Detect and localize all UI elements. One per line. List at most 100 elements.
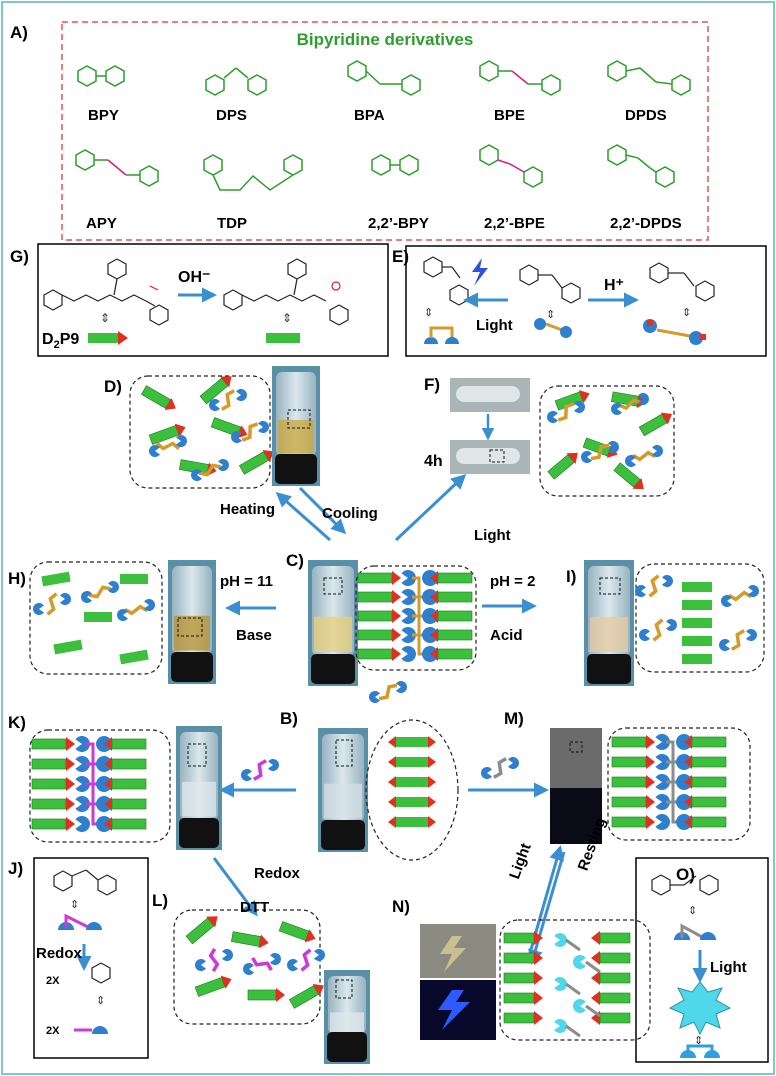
panel-m-photo-bottom [550,788,602,844]
panel-c-stack-rod-left-0 [357,571,401,585]
compound-names: BPY DPS BPA BPE DPDS APY TDP 2,2’-BPY 2,… [86,107,682,232]
j-equiv-top: ⇕ [70,899,79,911]
acid-label: Acid [490,627,523,644]
base-label: Base [236,627,272,644]
panel-a-label: A) [10,23,28,42]
panel-c-stack-rod-right-2 [429,609,473,623]
panel-l-linker-2-pac-r [314,949,325,961]
molecule-row-1 [77,60,691,96]
panel-b-tip-left-1 [388,756,396,768]
panel-i-linker-1-pac-r [666,619,677,632]
panel-l-rod-1-tip [258,934,269,949]
panel-m-stack-rod-left-3-body [611,796,647,808]
panel-k-stack-pac-right-0 [96,736,111,752]
panel-m-stack-rod-right-0 [683,735,727,749]
e-equiv-3: ⇕ [682,307,691,319]
j-equiv-bottom: ⇕ [96,995,105,1007]
panel-k-stack-rod-right-2-tip [103,777,112,791]
panel-m-stack-rod-left-4 [611,815,655,829]
panel-h-linker-0 [46,592,58,616]
panel-m-stack-pac-right-1 [676,754,691,770]
panel-j-box [33,857,149,1059]
panel-labels: D) F) C) H) I) B) K) M) J) L) N) O) [8,375,695,916]
panel-h-rod-1 [120,574,148,584]
panel-f-linker-1-pac-l [611,403,622,415]
panel-b-rod-1 [396,757,428,767]
panel-m-stack-rod-left-3-tip [646,795,655,809]
panel-l-linker-2 [300,948,312,972]
ph-acid-label: pH = 2 [490,573,535,590]
panel-h-linker-1 [123,604,149,616]
panel-d-linker-1-bar [156,441,180,451]
apy-ring-right [139,165,159,187]
panel-m-stack-rod-right-2-tip [683,775,692,789]
vial-i-liquid [590,616,628,652]
panel-k-stack-pac-left-0 [75,736,90,752]
panel-h-linker-2 [88,585,112,599]
panel-k-stack-rod-right-0-body [111,738,147,750]
panel-e-label: E) [392,247,409,266]
panel-k-stack-rod-right-1-tip [103,757,112,771]
compound-dpds22: 2,2’-DPDS [610,215,682,232]
panel-n-rod-left-2-body [503,972,535,984]
vial-k [176,726,222,850]
panel-i-bubble [635,563,765,673]
b-to-m-linker-pac-l [481,767,492,780]
panel-m-stack-rod-left-2-tip [646,775,655,789]
o-piece-right [700,932,716,940]
panel-m-stack-rod-right-1-body [691,756,727,768]
panel-d-linker-3-pac-r [218,459,229,471]
panel-b-rod-2 [396,777,428,787]
panel-b-tip-right-3 [428,796,436,808]
panel-n-rod-right-2 [591,971,631,985]
b-to-k-linker-pac-r [268,759,279,771]
compound-bpy: BPY [88,107,119,124]
arrow-redox [212,857,258,917]
panel-k-stack-rod-left-0-body [31,738,67,750]
panel-k-stack-pac-left-1 [75,756,90,772]
panel-k-stack-rod-left-0-tip [66,737,75,751]
panel-k-stack-rod-left-2 [31,777,75,791]
panel-k-stack-rod-right-4-tip [103,817,112,831]
panel-f-linker-2-pac-r [608,441,619,453]
panel-m-stack-pac-left-2 [655,774,670,790]
vial-i [584,560,634,686]
panel-n-rod-right-0-tip [591,931,600,945]
panel-c-stack-rod-left-2-tip [392,609,401,623]
tdp-ring-left [203,154,223,176]
panel-i-linker-3-pac-r [746,629,757,642]
panel-f-linker-3 [631,450,657,462]
panel-n-cyan-piece-4 [554,1019,567,1034]
panel-k-stack-rod-left-1-body [31,758,67,770]
peptide-equiv-right: ⇕ [282,311,292,325]
panel-n-rod-right-1-tip [591,951,600,965]
panel-m-stack-pac-left-0 [655,734,670,750]
panel-o: ⇕ Light ⇕ [635,857,769,1063]
panel-d-rod-5 [210,417,248,439]
panel-d-rod-4 [238,449,274,475]
panel-d-linker-0-pac-l [209,399,220,412]
panel-c-stack-rod-left-4-tip [392,647,401,661]
panel-n-grey-link-2 [565,982,581,996]
dpds22-ring-left [607,144,627,166]
panel-k-stack-rod-right-0-tip [103,737,112,751]
panel-m-stack-rod-left-2 [611,775,655,789]
panel-d-rod-2-tip [174,423,186,437]
panel-l-label: L) [152,891,168,910]
panel-f-linker-1 [618,397,642,411]
panel-f-zoom-box [489,449,505,463]
vial-l-cap [327,1032,367,1062]
vial-b-zoom-box [335,739,353,767]
b-to-m-linker [492,757,508,779]
arrow-cooling [298,486,347,535]
panel-k-stack-rod-left-4-tip [66,817,75,831]
panel-e: E) Light H⁺ ⇕ ⇕ ⇕ [392,245,767,357]
panel-k-stack-rod-left-0 [31,737,75,751]
panel-m-stack-rod-left-1-body [611,756,647,768]
vial-b [318,728,368,852]
b-to-m-linker-pac-r [508,757,519,769]
panel-k-stack-rod-left-4 [31,817,75,831]
panel-m-stack-rod-left-3 [611,795,655,809]
panel-n-rod-left-4 [503,1011,543,1025]
panel-m-photo-top [550,728,602,788]
